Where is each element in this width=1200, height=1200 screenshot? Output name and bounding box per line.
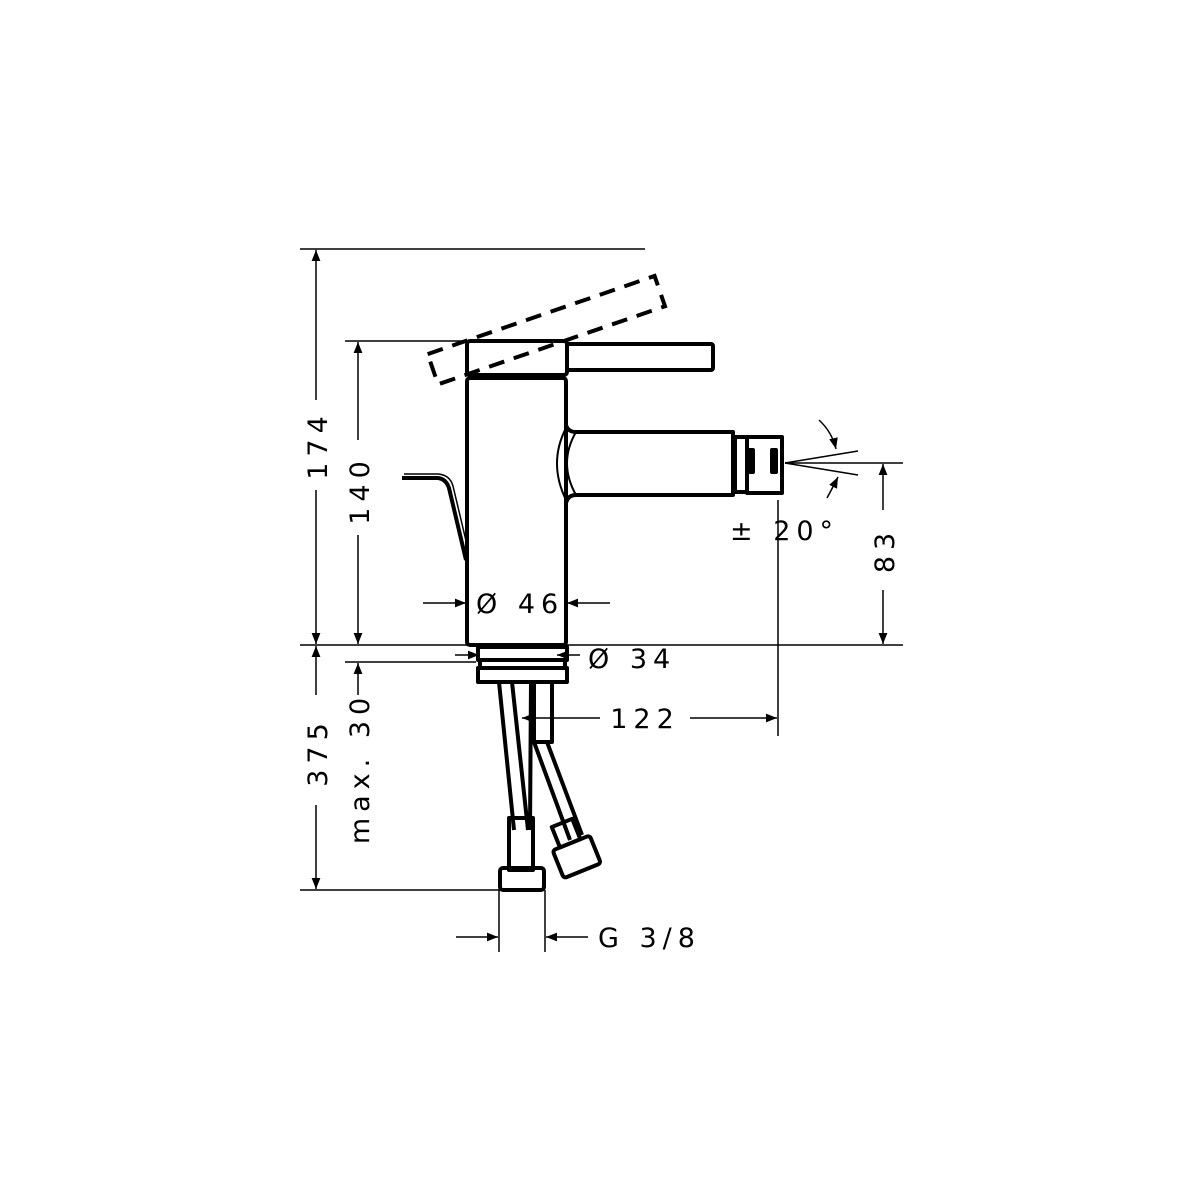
dim-spout-reach: 122	[610, 704, 680, 735]
dim-below-deck: 375	[303, 717, 334, 787]
extension-lines	[300, 248, 903, 952]
dim-body-height: 140	[345, 455, 376, 525]
dim-max-deck: max. 30	[345, 692, 376, 844]
dim-swivel-angle: ± 20°	[730, 516, 839, 547]
dim-base-diameter: Ø 34	[588, 644, 676, 675]
faucet-outline	[402, 273, 784, 892]
dim-body-diameter: Ø 46	[476, 589, 564, 620]
dimension-lines	[311, 250, 888, 942]
dim-total-height: 174	[303, 410, 334, 480]
dim-connection: G 3/8	[598, 923, 701, 954]
dim-spout-height: 83	[870, 527, 901, 573]
